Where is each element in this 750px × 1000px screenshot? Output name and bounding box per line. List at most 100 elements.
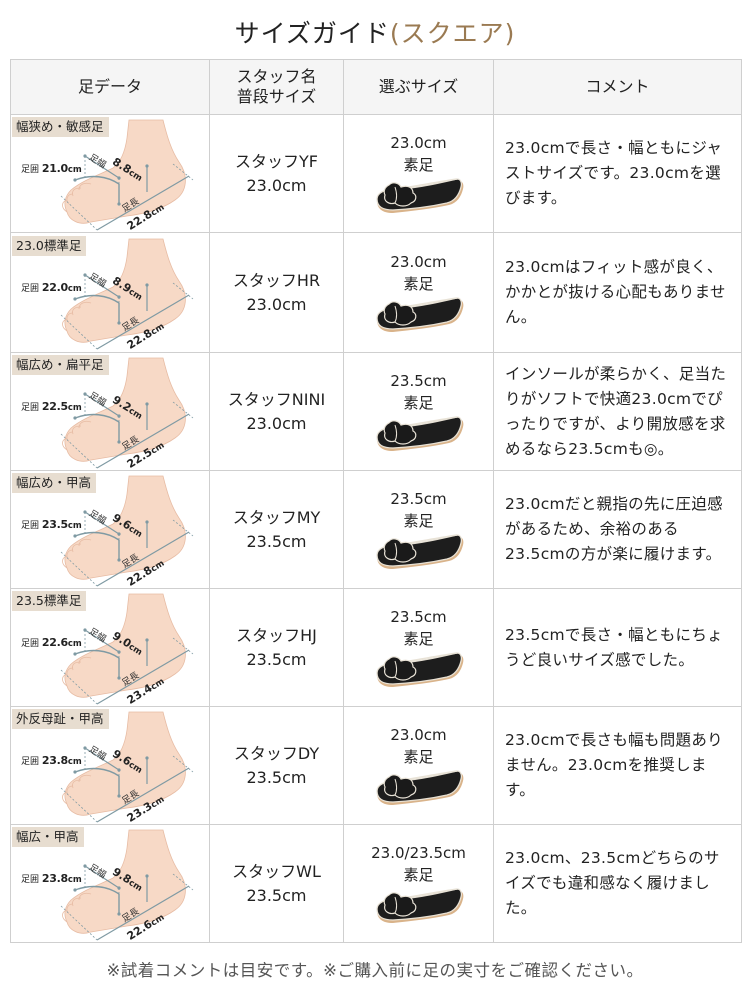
girth-label: 足囲 [21,164,40,175]
foot-type-badge: 幅狭め・敏感足 [12,116,109,137]
foot-type-badge: 23.5標準足 [12,590,87,611]
comment-cell: 23.0cmで長さも幅も問題ありません。23.0cmを推奨します。 [493,706,742,825]
comment-cell: インソールが柔らかく、足当たりがソフトで快適23.0cmでぴったりですが、より開… [493,352,742,471]
size-guide-table: 足データ スタッフ名 普段サイズ 選ぶサイズ コメント [10,59,742,943]
header-foot-data: 足データ [10,59,210,115]
barefoot-label: 素足 [403,630,434,648]
foot-data-cell: 23.0標準足 足囲 22.0cm 足幅 8.9cm 足長 22.8cm [10,232,210,353]
chosen-size: 23.0cm [390,253,447,271]
comment-cell: 23.0cmで長さ・幅ともにジャストサイズです。23.0cmを選びます。 [493,114,742,233]
table-row: 幅狭め・敏感足 足囲 21.0cm 足幅 8.8cm 足長 22.8cm スタッ… [10,114,742,233]
usual-size: 23.5cm [246,531,307,551]
foot-illustration-icon [60,119,194,231]
staff-name: スタッフHJ [236,625,317,645]
staff-cell: スタッフDY 23.5cm [209,706,344,825]
title-main: サイズガイド [234,19,390,48]
girth-value: 21.0 [41,161,68,175]
usual-size: 23.5cm [246,649,307,669]
foot-type-badge: 23.0標準足 [12,235,87,256]
comment-cell: 23.5cmで長さ・幅ともにちょうど良いサイズ感でした。 [493,588,742,707]
chosen-size-cell: 23.0cm 素足 [343,232,494,353]
shoe-icon [375,652,463,687]
foot-diagram: 23.0標準足 足囲 22.0cm 足幅 8.9cm 足長 22.8cm [12,235,209,351]
comment-cell: 23.0cm、23.5cmどちらのサイズでも違和感なく履けました。 [493,824,742,943]
foot-type-badge: 外反母趾・甲高 [12,708,109,729]
girth-measure: 足囲 23.8cm [21,871,82,885]
staff-name: スタッフWL [232,861,321,881]
chosen-size: 23.5cm [390,490,447,508]
foot-data-cell: 幅広め・甲高 足囲 23.5cm 足幅 9.6cm 足長 22.8cm [10,470,210,589]
title-accent: (スクエア) [389,19,516,48]
staff-cell: スタッフMY 23.5cm [209,470,344,589]
usual-size: 23.0cm [246,175,307,195]
header-staff: スタッフ名 普段サイズ [209,59,344,115]
foot-diagram: 幅広・甲高 足囲 23.8cm 足幅 9.8cm 足長 22.6cm [12,826,209,942]
foot-diagram: 幅広め・扁平足 足囲 22.5cm 足幅 9.2cm 足長 22.5cm [12,354,209,470]
comment-cell: 23.0cmだと親指の先に圧迫感があるため、余裕のある23.5cmの方が楽に履け… [493,470,742,589]
foot-illustration-icon [60,711,194,823]
barefoot-label: 素足 [403,748,434,766]
foot-data-cell: 幅広め・扁平足 足囲 22.5cm 足幅 9.2cm 足長 22.5cm [10,352,210,471]
barefoot-label: 素足 [403,394,434,412]
shoe-icon [375,888,463,923]
footer-note: ※試着コメントは目安です。※ご購入前に足の実寸をご確認ください。 [106,961,644,980]
barefoot-label: 素足 [403,512,434,530]
header-staff-line2: 普段サイズ [236,87,317,106]
table-header-row: 足データ スタッフ名 普段サイズ 選ぶサイズ コメント [10,59,742,115]
shoe-icon [375,416,463,451]
girth-label: 足囲 [21,520,40,531]
staff-name: スタッフDY [233,743,320,763]
foot-illustration-icon [60,475,194,587]
usual-size: 23.5cm [246,885,307,905]
barefoot-label: 素足 [403,866,434,884]
girth-value: 23.8 [41,753,68,767]
girth-measure: 足囲 21.0cm [21,161,82,175]
foot-data-cell: 外反母趾・甲高 足囲 23.8cm 足幅 9.6cm 足長 23.3cm [10,706,210,825]
girth-value: 22.6 [41,635,68,649]
foot-diagram: 幅広め・甲高 足囲 23.5cm 足幅 9.6cm 足長 22.8cm [12,472,209,588]
girth-measure: 足囲 22.6cm [21,635,82,649]
staff-cell: スタッフHJ 23.5cm [209,588,344,707]
staff-cell: スタッフHR 23.0cm [209,232,344,353]
foot-diagram: 23.5標準足 足囲 22.6cm 足幅 9.0cm 足長 23.4cm [12,590,209,706]
foot-type-badge: 幅広め・扁平足 [12,354,109,375]
shoe-icon [375,534,463,569]
foot-illustration-icon [60,593,194,705]
page-title: サイズガイド(スクエア) [0,14,750,54]
barefoot-label: 素足 [403,156,434,174]
usual-size: 23.0cm [246,294,307,314]
chosen-size-cell: 23.5cm 素足 [343,588,494,707]
staff-name: スタッフYF [235,151,318,171]
shoe-icon [375,297,463,332]
shoe-icon [375,770,463,805]
header-chosen-size: 選ぶサイズ [343,59,494,115]
header-staff-line1: スタッフ名 [236,67,317,86]
girth-measure: 足囲 22.5cm [21,399,82,413]
staff-cell: スタッフWL 23.5cm [209,824,344,943]
foot-data-cell: 幅広・甲高 足囲 23.8cm 足幅 9.8cm 足長 22.6cm [10,824,210,943]
foot-type-badge: 幅広・甲高 [12,826,84,847]
foot-diagram: 幅狭め・敏感足 足囲 21.0cm 足幅 8.8cm 足長 22.8cm [12,116,209,232]
comment-cell: 23.0cmはフィット感が良く、かかとが抜ける心配もありません。 [493,232,742,353]
table-row: 幅広・甲高 足囲 23.8cm 足幅 9.8cm 足長 22.6cm スタッフW… [10,824,742,943]
girth-value: 22.0 [41,280,68,294]
chosen-size-cell: 23.5cm 素足 [343,352,494,471]
girth-measure: 足囲 23.8cm [21,753,82,767]
chosen-size: 23.0/23.5cm [371,844,466,862]
chosen-size: 23.0cm [390,726,447,744]
foot-data-cell: 幅狭め・敏感足 足囲 21.0cm 足幅 8.8cm 足長 22.8cm [10,114,210,233]
header-comment: コメント [493,59,742,115]
chosen-size-cell: 23.0cm 素足 [343,706,494,825]
foot-illustration-icon [60,829,194,941]
table-row: 幅広め・扁平足 足囲 22.5cm 足幅 9.2cm 足長 22.5cm スタッ… [10,352,742,471]
shoe-icon [375,178,463,213]
barefoot-label: 素足 [403,275,434,293]
chosen-size-cell: 23.0cm 素足 [343,114,494,233]
table-row: 外反母趾・甲高 足囲 23.8cm 足幅 9.6cm 足長 23.3cm スタッ… [10,706,742,825]
staff-cell: スタッフNINI 23.0cm [209,352,344,471]
girth-value: 23.8 [41,871,68,885]
staff-name: スタッフHR [232,270,321,290]
chosen-size: 23.0cm [390,134,447,152]
foot-diagram: 外反母趾・甲高 足囲 23.8cm 足幅 9.6cm 足長 23.3cm [12,708,209,824]
chosen-size-cell: 23.0/23.5cm 素足 [343,824,494,943]
